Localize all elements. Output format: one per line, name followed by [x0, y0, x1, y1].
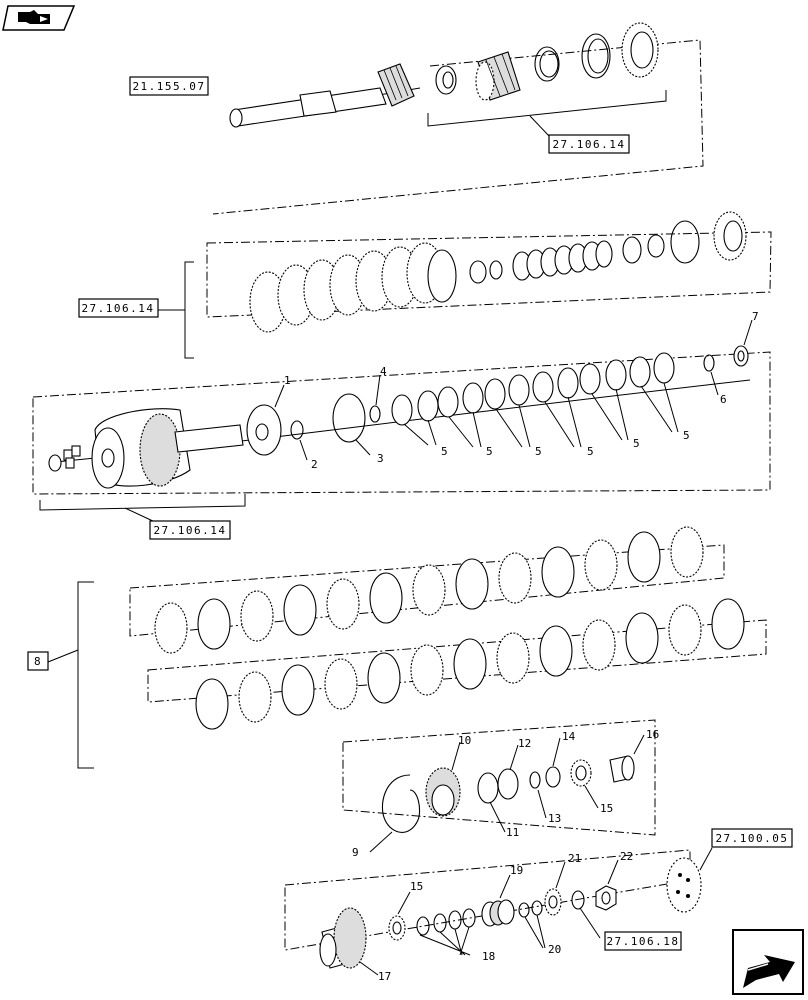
- ref-box-nut[interactable]: 27.106.18: [604, 931, 682, 951]
- callout-5e: 5: [633, 437, 640, 450]
- callout-12: 12: [518, 737, 531, 750]
- ref-label: 8: [34, 655, 42, 668]
- part-11-ring[interactable]: [477, 772, 499, 804]
- shaft-ring[interactable]: [534, 46, 560, 82]
- shaft-gear-large[interactable]: [475, 51, 521, 101]
- part-14-washer[interactable]: [545, 766, 561, 788]
- clutch-small-rings[interactable]: [469, 260, 503, 284]
- part-13-washer[interactable]: [529, 771, 541, 789]
- part-19-spring[interactable]: [481, 899, 515, 927]
- ref-label: 27.106.14: [552, 138, 625, 151]
- part-22-nut[interactable]: [595, 885, 617, 911]
- callout-5b: 5: [486, 445, 493, 458]
- ref-label: 27.100.05: [715, 832, 788, 845]
- input-shaft-group: [212, 22, 704, 215]
- callout-1: 1: [284, 374, 291, 387]
- callout-6: 6: [720, 393, 727, 406]
- ref-box-carrier[interactable]: 27.106.14: [149, 520, 231, 540]
- output-flange[interactable]: [666, 857, 702, 913]
- ref-label: 27.106.14: [81, 302, 154, 315]
- callout-5a: 5: [441, 445, 448, 458]
- input-shaft[interactable]: [229, 63, 415, 128]
- part-20-rings[interactable]: [518, 900, 543, 918]
- part-6-ring[interactable]: [703, 354, 715, 372]
- shaft-synchro-ring[interactable]: [581, 33, 611, 79]
- carrier-assembly[interactable]: [48, 408, 244, 489]
- disc-row-upper[interactable]: [154, 526, 704, 654]
- callout-15a: 15: [600, 802, 613, 815]
- ref-label: 27.106.18: [606, 935, 679, 948]
- part-1-bearing[interactable]: [246, 404, 282, 456]
- disc-group: [47, 526, 767, 769]
- part-12-ring[interactable]: [497, 768, 519, 800]
- ref-box-flange[interactable]: 27.100.05: [711, 828, 793, 848]
- clutch-pack-group: [158, 211, 772, 359]
- callout-18: 18: [482, 950, 495, 963]
- ref-box-shaft[interactable]: 21.155.07: [129, 76, 209, 96]
- ref-label: 21.155.07: [132, 80, 205, 93]
- callout-7: 7: [752, 310, 759, 323]
- gear-pack-group: [342, 719, 656, 853]
- clutch-spacer-stack[interactable]: [512, 240, 613, 281]
- part-15-bearing-lower[interactable]: [388, 915, 406, 941]
- output-group: [284, 847, 713, 976]
- ref-label: 27.106.14: [153, 524, 226, 537]
- callout-2: 2: [311, 458, 318, 471]
- part-17-output-gear[interactable]: [319, 907, 367, 969]
- callout-11: 11: [506, 826, 519, 839]
- clutch-end-rings[interactable]: [622, 211, 747, 264]
- part-7-washer[interactable]: [733, 345, 749, 367]
- callout-labels: 1 2 3 4 5 5 5 5 5 5 6 7 9 10 11 12 13 14…: [284, 310, 759, 983]
- part-5-plates[interactable]: [391, 352, 675, 426]
- part-3-snap-ring[interactable]: [332, 393, 366, 443]
- part-9-snap-ring[interactable]: [381, 774, 421, 833]
- callout-15b: 15: [410, 880, 423, 893]
- next-page-arrow-icon[interactable]: [732, 929, 804, 995]
- callout-5c: 5: [535, 445, 542, 458]
- callout-16: 16: [646, 728, 659, 741]
- ref-box-clutch-pack[interactable]: 27.106.14: [78, 298, 159, 318]
- callout-9: 9: [352, 846, 359, 859]
- disc-row-lower[interactable]: [195, 598, 745, 730]
- shaft-gear-small[interactable]: [435, 65, 457, 95]
- clutch-disc-stack[interactable]: [249, 242, 457, 333]
- callout-17: 17: [378, 970, 391, 983]
- part-4-washer[interactable]: [369, 405, 381, 423]
- part-2-ring[interactable]: [290, 420, 304, 440]
- part-washer-lower[interactable]: [571, 890, 585, 910]
- part-10-gear[interactable]: [425, 767, 461, 817]
- part-16-sleeve[interactable]: [609, 755, 635, 783]
- shaft-end-gear[interactable]: [621, 22, 659, 78]
- callout-4: 4: [380, 365, 387, 378]
- ref-box-upper-gears[interactable]: 27.106.14: [548, 134, 630, 154]
- callout-14: 14: [562, 730, 576, 743]
- book-arrow-icon[interactable]: [2, 5, 76, 31]
- part-15-bearing[interactable]: [570, 759, 592, 787]
- callout-20: 20: [548, 943, 561, 956]
- callout-22: 22: [620, 850, 633, 863]
- callout-5d: 5: [587, 445, 594, 458]
- callout-3: 3: [377, 452, 384, 465]
- callout-21: 21: [568, 852, 581, 865]
- callout-13: 13: [548, 812, 561, 825]
- carrier-group: [32, 319, 771, 523]
- part-18-rings[interactable]: [416, 908, 476, 936]
- part-21-bearing[interactable]: [544, 888, 562, 916]
- ref-box-disc-group[interactable]: 8: [27, 651, 49, 671]
- callout-10: 10: [458, 734, 471, 747]
- callout-19: 19: [510, 864, 523, 877]
- callout-5f: 5: [683, 429, 690, 442]
